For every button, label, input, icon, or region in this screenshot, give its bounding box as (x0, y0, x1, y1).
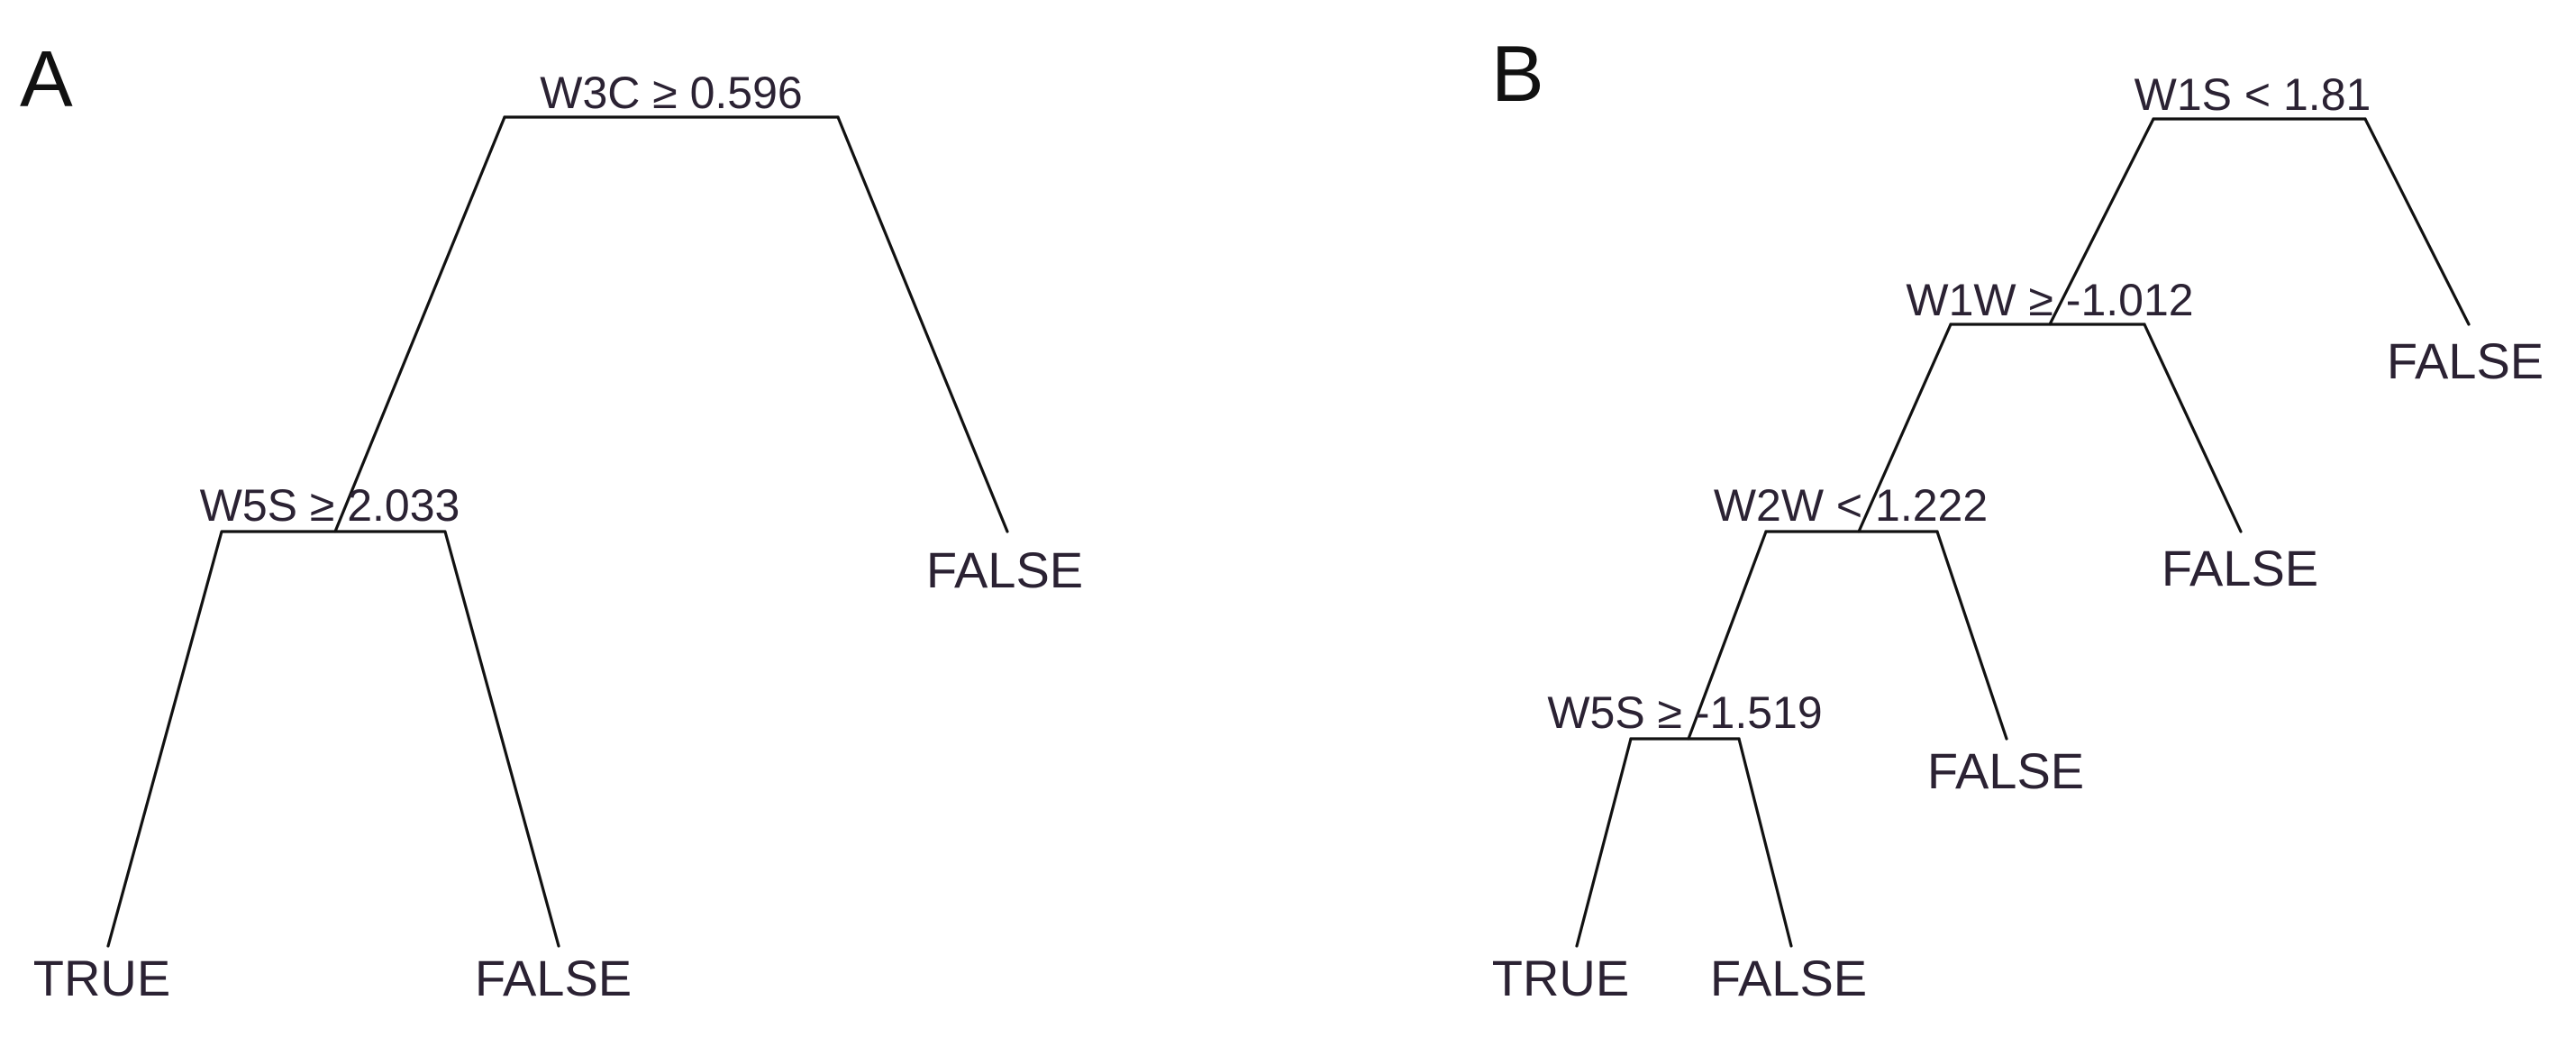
panel-letter-a: A (20, 34, 73, 123)
tree-b: B W1S < 1.81 W1W ≥ -1.012 FALSE W2W < 1.… (1491, 29, 2544, 1006)
tree-a-leaf-false1: FALSE (926, 541, 1083, 598)
tree-b-leaf-true: TRUE (1492, 950, 1629, 1006)
tree-b-leaf-false1: FALSE (2387, 332, 2544, 389)
tree-a: A W3C ≥ 0.596 W5S ≥ 2.033 FALSE TRUE FAL… (20, 34, 1083, 1006)
tree-b-edge-split4-left (1575, 737, 1633, 948)
tree-b-edge-split3-left (1687, 530, 1768, 741)
tree-a-leaf-false2: FALSE (475, 950, 632, 1006)
panel-letter-b: B (1491, 29, 1544, 118)
tree-a-edge-root-left (106, 115, 506, 948)
tree-b-leaf-false4: FALSE (1710, 950, 1867, 1006)
tree-b-edge-root-left (2048, 117, 2155, 326)
tree-a-leaf-true: TRUE (33, 950, 170, 1006)
tree-a-node-root: W3C ≥ 0.596 (540, 68, 802, 118)
tree-a-node-split2: W5S ≥ 2.033 (200, 480, 460, 531)
tree-b-node-root: W1S < 1.81 (2135, 69, 2371, 120)
tree-b-node-split4: W5S ≥ -1.519 (1547, 687, 1822, 738)
tree-b-edge-split3-right (1935, 530, 2008, 741)
tree-b-edge-split2-right (2143, 323, 2243, 533)
tree-b-edge-root-right (2363, 117, 2471, 326)
tree-b-edge-split4-right (1737, 737, 1793, 948)
tree-a-edge-root-right (836, 115, 1009, 533)
tree-b-leaf-false3: FALSE (1927, 742, 2084, 799)
tree-a-edge-split-right (333, 530, 560, 948)
tree-b-node-split2: W1W ≥ -1.012 (1906, 275, 2193, 325)
tree-b-node-split3: W2W < 1.222 (1714, 480, 1988, 531)
tree-b-leaf-false2: FALSE (2162, 540, 2318, 596)
tree-b-edge-split2-left (1857, 323, 1952, 533)
